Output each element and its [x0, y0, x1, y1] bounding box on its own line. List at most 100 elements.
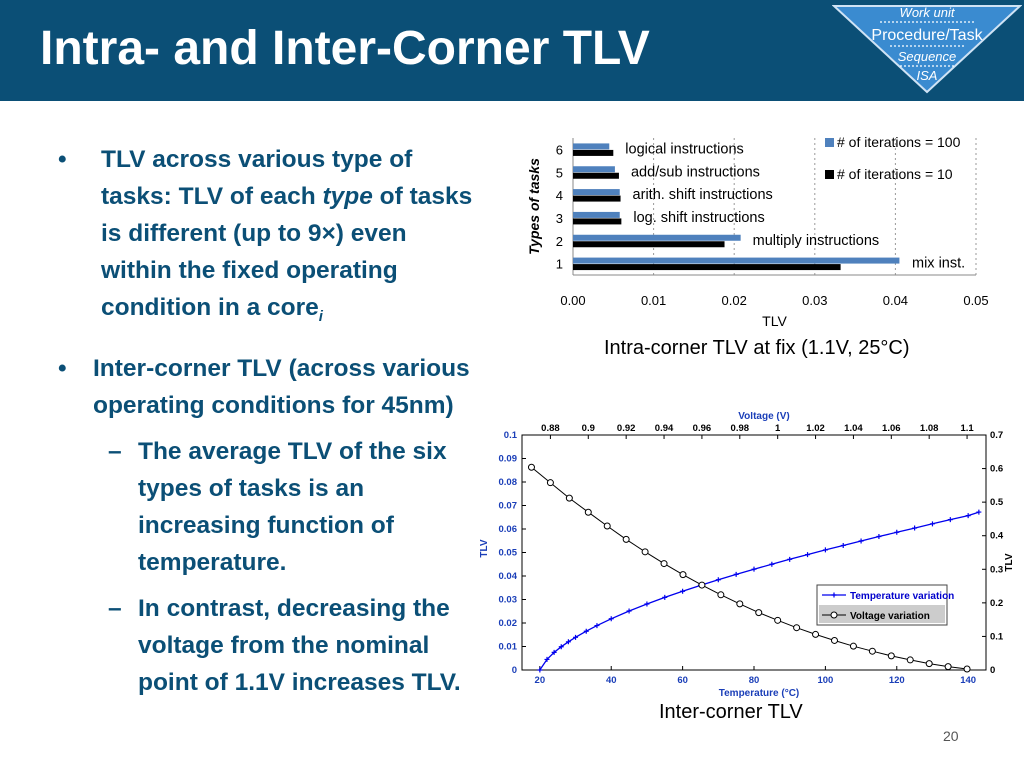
bullet2-line1: Inter-corner TLV (across various: [93, 355, 470, 382]
x2-tick-label: 0.98: [731, 423, 750, 434]
voltage-marker: [546, 479, 554, 487]
x-tick-label: 60: [677, 675, 688, 686]
y-tick-label: 0.08: [499, 477, 518, 488]
legend-label-voltage: Voltage variation: [850, 611, 930, 622]
bullet1-line1: TLV across various type of: [101, 146, 413, 173]
y2-tick-label: 0.1: [990, 631, 1004, 642]
voltage-marker: [944, 663, 952, 671]
bar-category-label: log. shift instructions: [633, 210, 764, 226]
x2-tick-label: 0.96: [693, 423, 712, 434]
x2-tick-label: 1.04: [844, 423, 863, 434]
y-tick-label: 0.09: [499, 454, 518, 465]
bullet-marker: •: [58, 355, 67, 382]
slide-title: Intra- and Inter-Corner TLV: [40, 22, 650, 75]
plot-frame: [521, 434, 987, 671]
y-tick-label: 0.01: [499, 642, 518, 653]
bar: [573, 264, 841, 271]
badge-item-work-unit: Work unit: [900, 5, 956, 20]
x-tick-label: 0.01: [641, 293, 666, 308]
chart2-caption: Inter-corner TLV: [659, 701, 803, 723]
voltage-marker: [849, 642, 857, 650]
bullet1-line2: tasks: TLV of each type of tasks: [101, 183, 473, 210]
bar: [573, 189, 620, 196]
badge-item-procedure: Procedure/Task: [871, 27, 983, 44]
y2-tick-label: 0.6: [990, 464, 1003, 475]
x-tick-label: 40: [606, 675, 617, 686]
x2-tick-label: 1.02: [806, 423, 825, 434]
y-tick-label: 0.03: [499, 595, 518, 606]
voltage-marker: [774, 616, 782, 624]
sub1-line4: temperature.: [138, 549, 287, 576]
temperature-marker: [947, 517, 953, 523]
temperature-line: [539, 511, 980, 671]
bar: [573, 149, 614, 156]
y-tick-label: 3: [556, 211, 563, 226]
temperature-marker: [565, 639, 571, 645]
bar-category-label: add/sub instructions: [631, 164, 760, 180]
y-tick-label: 0.06: [499, 524, 518, 535]
bullet1-line4: within the fixed operating: [101, 257, 398, 284]
badge-item-isa: ISA: [917, 68, 938, 83]
voltage-marker: [868, 647, 876, 655]
voltage-line: [531, 466, 968, 670]
legend-label: # of iterations = 100: [837, 134, 961, 150]
y2-tick-label: 0.5: [990, 497, 1004, 508]
voltage-marker: [963, 665, 971, 673]
badge-triangle: [832, 5, 1022, 94]
bullet1-emphasis: type: [322, 183, 373, 210]
temperature-marker: [537, 667, 543, 673]
bar: [573, 257, 900, 264]
x-axis-label: TLV: [762, 313, 787, 329]
x-tick-label: 20: [535, 675, 546, 686]
temperature-marker: [894, 529, 900, 535]
legend-swatch: [825, 170, 834, 179]
bar: [573, 172, 619, 179]
x-tick-label: 0.00: [560, 293, 585, 308]
bar: [573, 211, 620, 218]
x2-tick-label: 1: [775, 423, 781, 434]
voltage-marker: [527, 463, 535, 471]
voltage-marker: [755, 609, 763, 617]
bullet-marker: •: [58, 146, 67, 173]
y2-tick-label: 0: [990, 665, 995, 676]
voltage-marker: [565, 494, 573, 502]
temperature-marker: [626, 608, 632, 614]
voltage-marker: [603, 522, 611, 530]
y-tick-label: 0: [512, 665, 517, 676]
x2-tick-label: 0.9: [582, 423, 595, 434]
temperature-marker: [715, 577, 721, 583]
y-axis-label: Types of tasks: [526, 158, 542, 255]
bar-category-label: mix inst.: [912, 256, 965, 272]
x-tick-label: 0.02: [722, 293, 747, 308]
temperature-marker: [858, 538, 864, 544]
y2-axis-label: TLV: [1004, 553, 1015, 571]
y-tick-label: 0.04: [499, 571, 518, 582]
x-tick-label: 100: [817, 675, 833, 686]
temperature-marker: [787, 556, 793, 562]
y-tick-label: 0.07: [499, 501, 518, 512]
bar-category-label: arith. shift instructions: [633, 187, 773, 203]
sub2-line1: In contrast, decreasing the: [138, 595, 450, 622]
temperature-marker: [544, 656, 550, 662]
voltage-marker: [925, 660, 933, 668]
dash-marker: –: [108, 438, 122, 465]
x-tick-label: 0.03: [802, 293, 827, 308]
y2-tick-label: 0.3: [990, 564, 1003, 575]
temperature-marker: [912, 525, 918, 531]
temperature-marker: [965, 513, 971, 519]
chart1-caption: Intra-corner TLV at fix (1.1V, 25°C): [604, 337, 910, 359]
temperature-marker: [558, 644, 564, 650]
sub2-line2: voltage from the nominal: [138, 632, 430, 659]
legend-label: # of iterations = 10: [837, 166, 953, 182]
temperature-marker: [876, 534, 882, 540]
sub1-line3: increasing function of: [138, 512, 394, 539]
bullet1-line3: is different (up to 9×) even: [101, 220, 407, 247]
temperature-marker: [644, 601, 650, 607]
voltage-marker: [830, 636, 838, 644]
bullet2-line2: operating conditions for 45nm): [93, 392, 454, 419]
voltage-marker: [584, 508, 592, 516]
bar: [573, 241, 725, 248]
legend-swatch: [825, 138, 834, 147]
y-tick-label: 0.02: [499, 618, 518, 629]
